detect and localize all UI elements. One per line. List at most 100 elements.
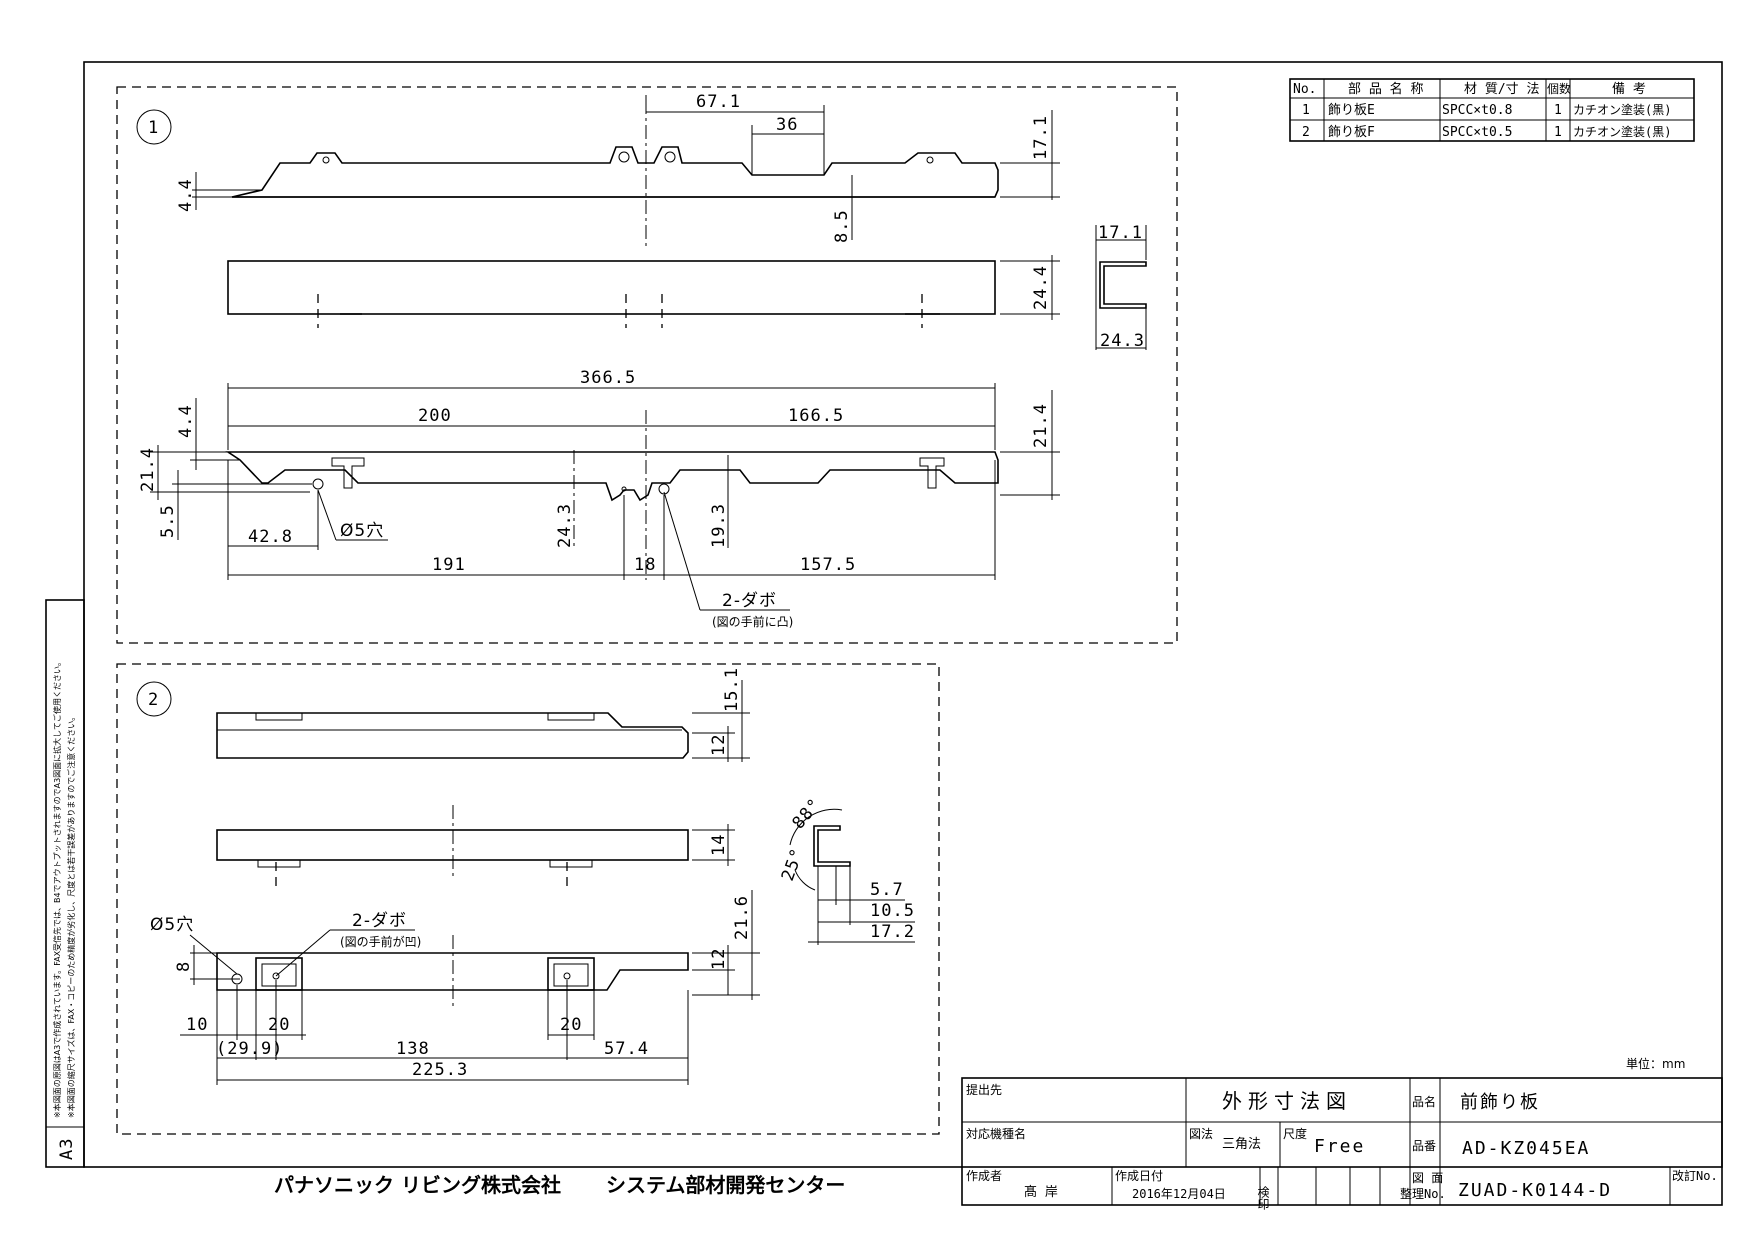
part-2-section-dim-10: 10.5: [870, 901, 915, 921]
tb-drawing-no-value: ZUAD-K0144-D: [1458, 1180, 1612, 1201]
parts-row-1-no: 1: [1302, 103, 1310, 118]
part-1-bottom-dim-21-left: 21.4: [138, 447, 158, 492]
side-note-strip: [45, 599, 85, 1168]
part-1-section-dim-24: 24.3: [1100, 331, 1145, 351]
parts-row-1-qty: 1: [1554, 103, 1562, 118]
part-2-section-dim-17: 17.2: [870, 922, 915, 942]
tb-drawing-no-label-1: 図 面: [1412, 1171, 1443, 1185]
tb-hinban-value: AD-KZ045EA: [1462, 1138, 1590, 1159]
part-1-number-circle: [136, 109, 172, 145]
part-2-dabo-note: (図の手前が凹): [340, 934, 421, 949]
part-2-bottom-dim-20b: 20: [560, 1015, 582, 1035]
tb-drawing-title: 外形寸法図: [1222, 1089, 1352, 1113]
center-name: システム部材開発センター: [606, 1173, 845, 1197]
part-1-bottom-dim-18: 18: [634, 555, 656, 575]
parts-row-1-name: 飾り板E: [1328, 103, 1375, 118]
tb-check-label: 検印: [1256, 1186, 1270, 1210]
part-1-bottom-left: 200: [418, 406, 452, 426]
part-1-group: 1 67.1 36 17.1: [116, 86, 1178, 644]
part-2-group: 2 15.1 12 14: [116, 663, 940, 1135]
part-1-top-dim-17: 17.1: [1031, 115, 1051, 160]
parts-row-2-note: カチオン塗装(黒): [1573, 124, 1671, 139]
tb-scale-label: 尺度: [1283, 1126, 1307, 1141]
company-name: パナソニック リビング株式会社: [274, 1173, 561, 1197]
tb-revision-label: 改訂No.: [1672, 1168, 1718, 1183]
tb-submit-label: 提出先: [966, 1082, 1002, 1097]
part-2-side-view: 14: [216, 805, 735, 888]
part-2-bottom-dim-57: 57.4: [604, 1039, 649, 1059]
tb-method-value: 三角法: [1222, 1137, 1261, 1152]
part-1-side-dim-24: 24.4: [1031, 265, 1051, 310]
parts-header-qty: 個数: [1547, 81, 1571, 96]
part-1-bottom-dim-42: 42.8: [248, 527, 293, 547]
part-2-top-view: 15.1 12: [216, 667, 750, 762]
part-1-bottom-dim-157: 157.5: [800, 555, 856, 575]
part-2-top-dim-12: 12: [709, 734, 729, 756]
part-1-bottom-right: 166.5: [788, 406, 844, 426]
title-block: 提出先 外形寸法図 品名 前飾り板 対応機種名 図法 三角法 尺度 Free 品…: [961, 1077, 1723, 1210]
part-2-bottom-dim-10: 10: [186, 1015, 208, 1035]
part-2-bottom-dim-225: 225.3: [412, 1060, 468, 1080]
parts-table: No. 部 品 名 称 材 質/寸 法 個数 備 考 1 飾り板E SPCC×t…: [1289, 78, 1695, 142]
part-2-bottom-dim-12: 12: [709, 948, 729, 970]
part-2-number-circle: [136, 681, 172, 717]
part-1-bottom-dim-24: 24.3: [555, 503, 575, 548]
part-1-bottom-dim-21-right: 21.4: [1031, 403, 1051, 448]
drawing-frame: [83, 61, 1723, 1168]
part-2-bottom-dim-20a: 20: [268, 1015, 290, 1035]
parts-row-2-no: 2: [1302, 125, 1310, 140]
part-2-section-angle-25: 25°: [778, 845, 808, 884]
part-2-bottom-dim-138: 138: [396, 1039, 430, 1059]
part-2-section-angle-88: 88°: [789, 795, 826, 834]
tb-scale-value: Free: [1314, 1136, 1365, 1157]
part-1-dabo-title: 2-ダボ: [722, 591, 777, 611]
part-1-bottom-dim-19: 19.3: [709, 503, 729, 548]
part-1-top-dim-8: 8.5: [832, 209, 852, 243]
tb-date-value: 2016年12月04日: [1132, 1187, 1226, 1201]
part-2-frame: [116, 663, 940, 1135]
parts-row-2-material: SPCC×t0.5: [1442, 125, 1512, 140]
tb-author-label: 作成者: [966, 1169, 1002, 1183]
part-1-section-dim-17: 17.1: [1098, 223, 1143, 243]
parts-header-no: No.: [1293, 82, 1316, 97]
part-2-bottom-view: Ø5穴 2-ダボ (図の手前が凹) 21.6 12 8: [150, 890, 760, 1085]
side-note-line-2: ※本図面の縮尺サイズは、FAX・コピーのため精度が劣化し、尺度とは若干誤差があり…: [66, 713, 76, 1118]
side-note-line-1: ※本図面の原図はA3で作成されています。FAX受信先では、B4でアウトプットされ…: [52, 658, 62, 1118]
part-1-top-view: 67.1 36 17.1 4.4 8.5: [176, 92, 1060, 250]
tb-model-label: 対応機種名: [966, 1126, 1026, 1141]
part-2-section-view: 88° 25° 5.7 10.5 17.2: [778, 795, 915, 945]
parts-row-1-material: SPCC×t0.8: [1442, 103, 1512, 118]
part-1-bottom-dim-5: 5.5: [158, 504, 178, 538]
part-2-number: 2: [148, 690, 159, 710]
part-1-top-dim-4: 4.4: [176, 178, 196, 212]
parts-header-name: 部 品 名 称: [1348, 81, 1423, 97]
part-2-top-dim-15: 15.1: [722, 667, 742, 712]
tb-hinmei-label: 品名: [1412, 1094, 1436, 1109]
parts-row-1-note: カチオン塗装(黒): [1573, 102, 1671, 117]
tb-method-label: 図法: [1189, 1127, 1213, 1141]
tb-hinban-label: 品番: [1412, 1139, 1436, 1153]
part-1-bottom-total: 366.5: [580, 368, 636, 388]
parts-header-note: 備 考: [1612, 81, 1646, 97]
part-1-hole-label: Ø5穴: [340, 521, 384, 541]
parts-row-2-name: 飾り板F: [1328, 125, 1375, 140]
part-1-top-dim-36: 36: [776, 115, 798, 135]
part-1-bottom-dim-4: 4.4: [176, 404, 196, 438]
part-2-side-dim-14: 14: [709, 834, 729, 856]
part-1-dabo-note: (図の手前に凸): [712, 614, 793, 629]
tb-author-value: 髙 岸: [1024, 1184, 1058, 1200]
unit-note: 単位：mm: [1626, 1056, 1685, 1071]
part-1-bottom-dim-191: 191: [432, 555, 466, 575]
tb-hinmei-value: 前飾り板: [1460, 1092, 1540, 1113]
part-2-hole-label: Ø5穴: [150, 915, 194, 935]
tb-date-label: 作成日付: [1115, 1169, 1163, 1183]
part-2-bottom-dim-8: 8: [174, 961, 194, 972]
part-1-number: 1: [148, 118, 159, 138]
parts-row-2-qty: 1: [1554, 125, 1562, 140]
tb-drawing-no-label-2: 整理No.: [1400, 1186, 1446, 1201]
part-2-section-dim-5: 5.7: [870, 880, 904, 900]
part-1-side-view: 24.4: [227, 255, 1060, 328]
parts-header-material: 材 質/寸 法: [1464, 82, 1539, 97]
